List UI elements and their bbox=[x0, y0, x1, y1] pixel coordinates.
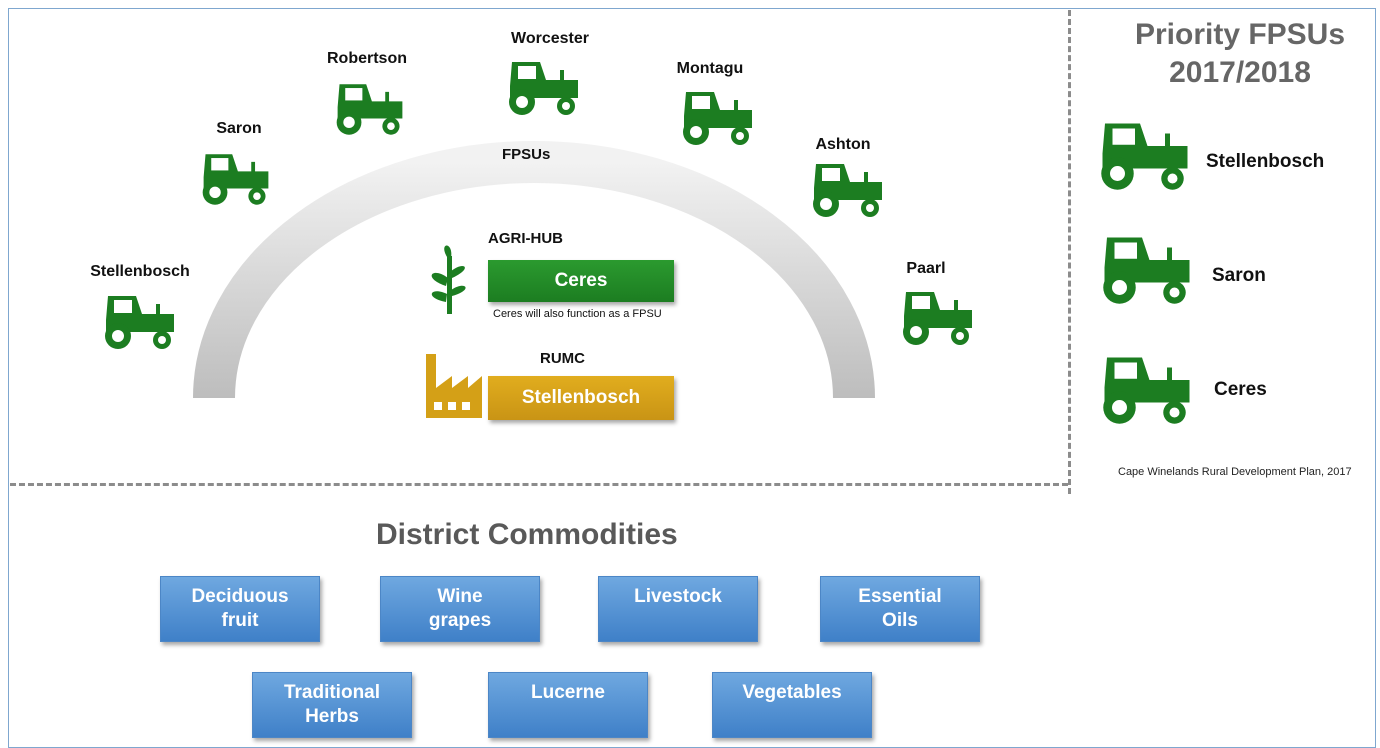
priority-title-line1: Priority FPSUs bbox=[1134, 18, 1346, 51]
priority-item-label: Ceres bbox=[1214, 379, 1267, 400]
horizontal-divider bbox=[10, 483, 1068, 486]
fpsu-town-label: Ashton bbox=[815, 136, 871, 153]
fpsu-town-label: Robertson bbox=[327, 50, 407, 67]
plant-icon bbox=[424, 238, 474, 319]
priority-item-label: Stellenbosch bbox=[1206, 151, 1325, 172]
tractor-icon bbox=[196, 148, 276, 210]
commodity-box: Deciduous fruit bbox=[160, 576, 320, 642]
tractor-icon bbox=[676, 86, 760, 150]
rumc-box: Stellenbosch bbox=[488, 376, 674, 420]
commodity-box: Traditional Herbs bbox=[252, 672, 412, 738]
tractor-icon bbox=[896, 286, 980, 350]
tractor-icon bbox=[1094, 350, 1200, 430]
factory-icon bbox=[424, 354, 484, 425]
priority-title: Priority FPSUs 2017/2018 bbox=[1110, 16, 1370, 92]
commodity-box: Vegetables bbox=[712, 672, 872, 738]
fpsu-arc bbox=[193, 141, 875, 399]
tractor-icon bbox=[502, 56, 586, 120]
commodities-title: District Commodities bbox=[376, 518, 678, 551]
fpsu-town-label: Saron bbox=[216, 120, 262, 137]
tractor-icon bbox=[1092, 116, 1198, 196]
fpsu-town-label: Worcester bbox=[511, 30, 589, 47]
commodity-box: Livestock bbox=[598, 576, 758, 642]
fpsus-label: FPSUs bbox=[502, 146, 551, 163]
fpsu-town-label: Montagu bbox=[676, 60, 744, 77]
vertical-divider bbox=[1068, 10, 1071, 494]
fpsu-town-label: Stellenbosch bbox=[90, 263, 190, 280]
agri-hub-label: AGRI-HUB bbox=[488, 230, 563, 247]
agri-hub-note: Ceres will also function as a FPSU bbox=[493, 308, 662, 320]
tractor-icon bbox=[1094, 230, 1200, 310]
tractor-icon bbox=[806, 158, 890, 222]
priority-title-line2: 2017/2018 bbox=[1169, 56, 1311, 89]
agri-hub-box: Ceres bbox=[488, 260, 674, 302]
commodity-box: Wine grapes bbox=[380, 576, 540, 642]
fpsu-town-label: Paarl bbox=[906, 260, 946, 277]
commodity-box: Lucerne bbox=[488, 672, 648, 738]
tractor-icon bbox=[330, 78, 410, 140]
source-note: Cape Winelands Rural Development Plan, 2… bbox=[1118, 466, 1352, 478]
tractor-icon bbox=[98, 290, 182, 354]
priority-item-label: Saron bbox=[1212, 265, 1266, 286]
rumc-label: RUMC bbox=[540, 350, 585, 367]
commodity-box: Essential Oils bbox=[820, 576, 980, 642]
